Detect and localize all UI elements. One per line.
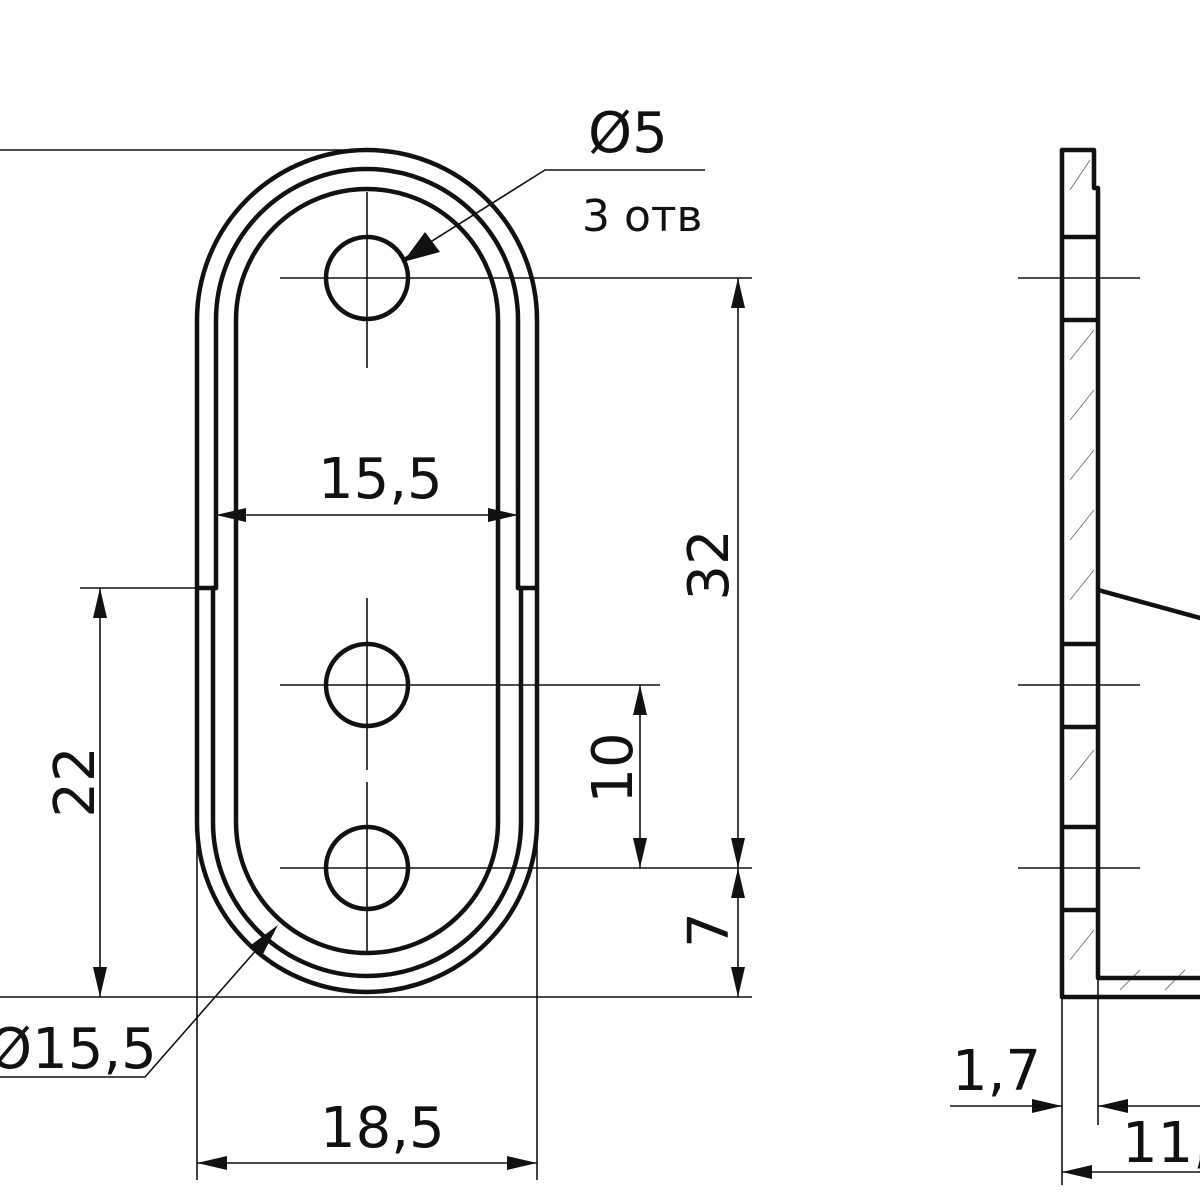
plate-face	[233, 186, 501, 956]
side-view	[950, 147, 1200, 1185]
dim-hole-span: 32	[677, 529, 742, 600]
inner-rim-bottom	[210, 585, 524, 979]
side-top-edge	[1059, 147, 1200, 981]
dim-depth: 11,	[1122, 1111, 1200, 1176]
side-outer-profile	[1059, 147, 1200, 1000]
hole-diameter-label: Ø5	[588, 101, 668, 166]
dim-outer-radius: Ø15,5	[0, 1017, 157, 1082]
dim-slot-length: 22	[43, 746, 108, 817]
outer-outline	[194, 147, 540, 995]
side-center-lines	[1018, 277, 1140, 869]
dim-bottom-offset: 7	[677, 912, 742, 948]
side-hole-marks	[1061, 234, 1099, 913]
side-gusset	[1095, 587, 1200, 621]
inner-rim-top	[213, 166, 521, 591]
dim-outer-width: 18,5	[320, 1096, 445, 1161]
center-lines	[280, 192, 455, 955]
dim-thickness: 1,7	[952, 1039, 1041, 1104]
front-dimensions	[0, 149, 752, 1180]
dim-inner-width: 15,5	[318, 447, 443, 512]
dim-hole-pitch: 10	[581, 732, 646, 803]
front-view	[194, 147, 540, 995]
hole-count-label: 3 отв	[582, 191, 702, 242]
